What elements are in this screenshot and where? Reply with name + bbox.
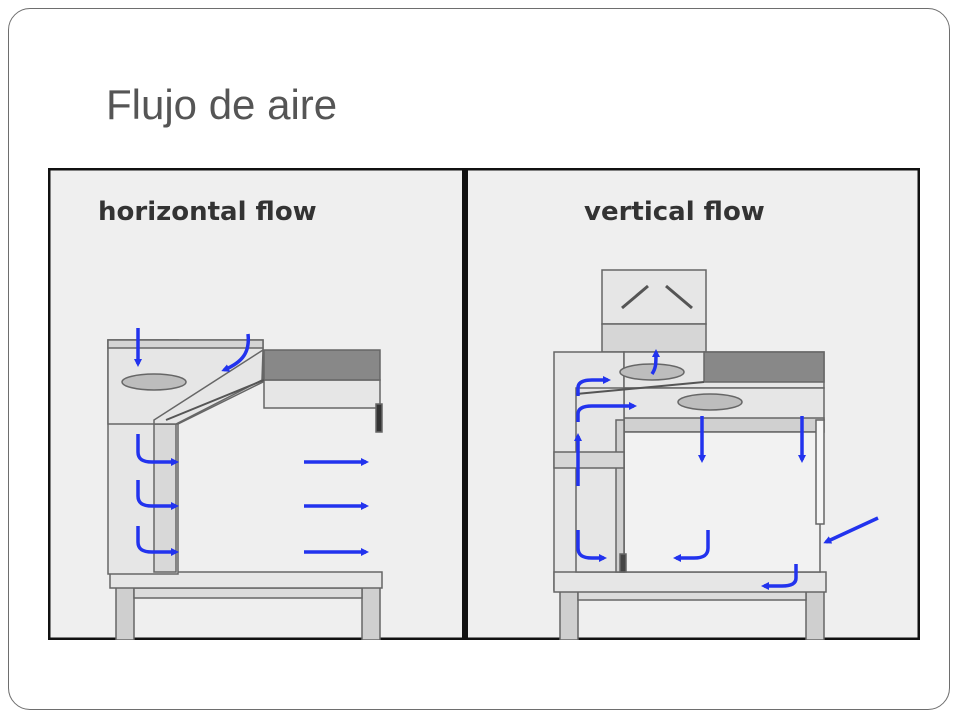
horizontal-flow-label: horizontal flow: [98, 197, 317, 227]
arrow-inflow-front: [823, 516, 879, 544]
arrow-curve-bottom-right: [761, 564, 798, 590]
arrow-curve-out-2: [136, 480, 179, 510]
arrow-curve-across: [576, 402, 637, 422]
horizontal-airflow-arrows: [134, 328, 369, 556]
panel-divider: [462, 168, 468, 640]
arrow-curve-intake: [221, 333, 251, 372]
airflow-diagram: horizontal flow: [48, 168, 920, 640]
vertical-cabinet: [553, 269, 827, 640]
arrow-curve-out-3: [136, 526, 179, 556]
vertical-flow-label: vertical flow: [584, 197, 765, 227]
vertical-airflow-arrows: [574, 349, 879, 590]
slide-title: Flujo de aire: [106, 81, 338, 128]
horizontal-flow-panel: horizontal flow: [98, 197, 383, 640]
airflow-figure: horizontal flow: [48, 168, 920, 640]
arrow-up-exhaust: [650, 349, 660, 375]
arrow-curve-out-1: [136, 434, 179, 466]
horizontal-cabinet: [107, 339, 383, 640]
arrow-curve-bottom-left: [576, 530, 607, 562]
arrow-curve-top-left: [576, 376, 611, 396]
vertical-flow-panel: vertical flow: [553, 197, 879, 640]
arrow-curve-bottom-mid: [673, 530, 710, 562]
